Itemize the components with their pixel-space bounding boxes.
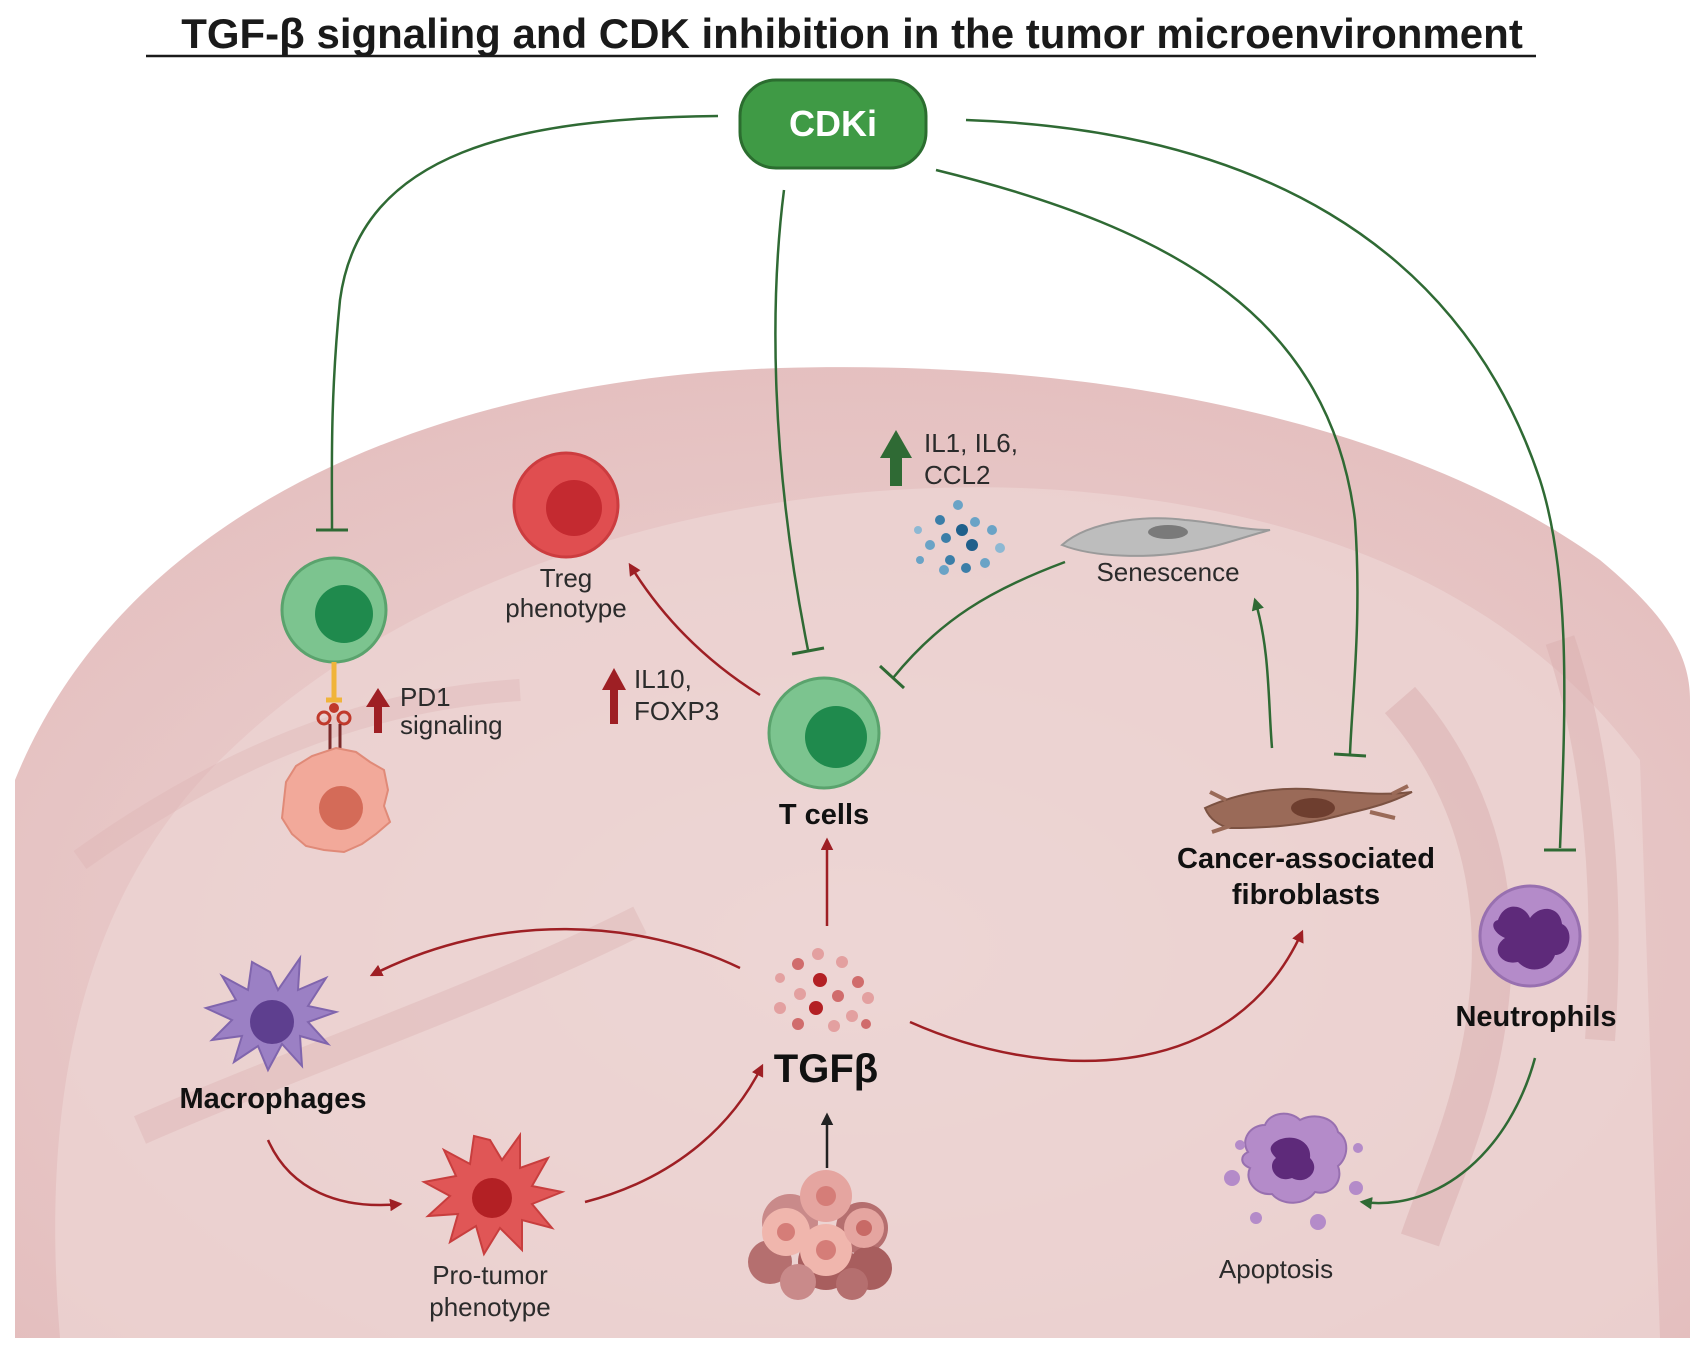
- tumor-cell-icon: [280, 746, 392, 854]
- cdki-node: CDKi: [738, 78, 928, 170]
- tbar-senescence-tcells: [878, 664, 906, 690]
- apoptosis-label: Apoptosis: [1219, 1254, 1333, 1284]
- apoptotic-cell-icon: [1224, 1112, 1363, 1230]
- edge-neutrophils-to-apoptosis: [1359, 1057, 1537, 1210]
- activation-edges: [266, 562, 1304, 1212]
- senescent-cell-icon: [1060, 517, 1271, 557]
- edge-cdki-inhibits-caf: [935, 168, 1359, 755]
- pro-tumor-label-line2: phenotype: [429, 1292, 550, 1322]
- treg-cell-icon: [512, 451, 620, 559]
- treg-label-line1: Treg: [540, 563, 593, 593]
- il10-label-line1: IL10,: [634, 664, 692, 694]
- diagram-title: TGF-β signaling and CDK inhibition in th…: [181, 10, 1523, 57]
- edge-macrophages-to-protumor: [266, 1139, 403, 1212]
- cdki-inhibition-edges: [316, 114, 1576, 852]
- pro-tumor-label-line1: Pro-tumor: [432, 1260, 548, 1290]
- edge-cdki-inhibits-pd1: [330, 114, 719, 531]
- il1-label-line2: CCL2: [924, 460, 990, 490]
- t-cells-label: T cells: [779, 799, 869, 831]
- senescence-label: Senescence: [1096, 557, 1239, 587]
- tumor-cluster-icon: [748, 1170, 892, 1300]
- tumor-tissue-background: [15, 367, 1690, 1339]
- cytokine-dots-icon: [914, 500, 1005, 575]
- fibroblast-icon: [1203, 784, 1413, 834]
- edge-cdki-inhibits-neutrophils: [965, 118, 1566, 849]
- tgfb-label: TGFβ: [774, 1047, 878, 1091]
- edge-tgfb-to-caf: [909, 929, 1304, 1063]
- il10-label-line2: FOXP3: [634, 696, 719, 726]
- edge-protumor-to-tgfb: [584, 1063, 764, 1204]
- tbar-caf: [1333, 752, 1367, 758]
- pd1-label-line1: PD1: [400, 682, 451, 712]
- tgfb-cytokine-dots-icon: [774, 948, 874, 1032]
- edge-cdki-inhibits-tcells: [774, 189, 810, 651]
- il10-up-arrow-icon: [602, 668, 626, 724]
- macrophages-label: Macrophages: [180, 1083, 367, 1115]
- caf-label-line1: Cancer-associated: [1177, 843, 1435, 875]
- neutrophils-label: Neutrophils: [1455, 1001, 1616, 1033]
- tbar-tcells: [791, 646, 825, 656]
- edge-tcells-to-treg: [628, 562, 761, 697]
- macrophage-icon: [203, 954, 340, 1073]
- pd1-label-line2: signaling: [400, 710, 503, 740]
- pro-tumor-macrophage-icon: [421, 1131, 566, 1257]
- edge-senescence-inhibits-tcells: [892, 560, 1066, 679]
- pd1-receptor-icon: [316, 662, 352, 770]
- pd1-up-arrow-icon: [366, 688, 390, 733]
- pd1-t-cell-icon: [280, 556, 388, 664]
- edge-caf-to-senescence: [1251, 597, 1274, 749]
- treg-label-line2: phenotype: [505, 593, 626, 623]
- il1-up-arrow-icon: [880, 430, 912, 486]
- cdki-label: CDKi: [789, 103, 877, 144]
- il1-label-line1: IL1, IL6,: [924, 428, 1018, 458]
- edge-tgfb-to-macrophages: [369, 927, 741, 977]
- caf-label-line2: fibroblasts: [1232, 879, 1380, 911]
- t-cell-icon: [767, 676, 881, 790]
- neutrophil-icon: [1478, 884, 1582, 988]
